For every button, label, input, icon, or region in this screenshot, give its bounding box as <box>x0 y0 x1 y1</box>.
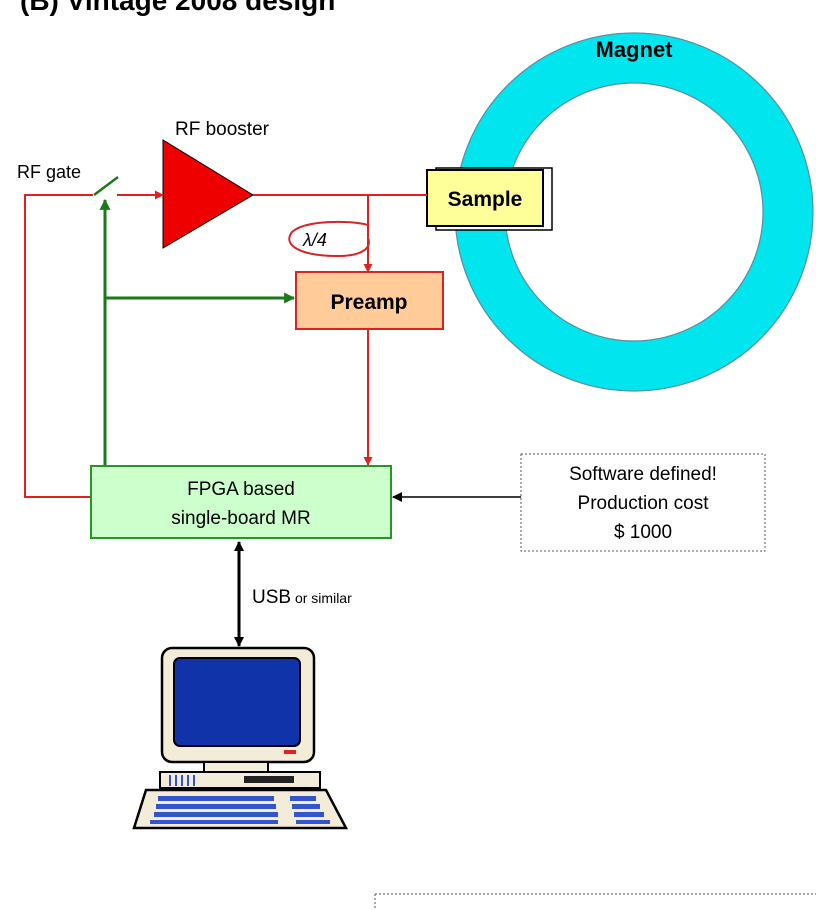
software-note-line1: Software defined! <box>569 464 717 485</box>
usb-label-suffix: or similar <box>291 590 352 606</box>
lambda-quarter-label: λ/4 <box>302 230 327 250</box>
rf-path-gate-feed <box>24 194 93 498</box>
rf-booster-label: RF booster <box>175 119 270 140</box>
desktop-computer-icon <box>132 646 349 830</box>
computer-base <box>159 771 321 789</box>
computer-drive-slot <box>244 776 294 783</box>
computer-vents <box>169 775 195 786</box>
rf-booster-triangle <box>162 139 254 249</box>
sample-label: Sample <box>448 188 523 211</box>
software-note-line3: $ 1000 <box>614 522 672 543</box>
fpga-label-line2: single-board MR <box>171 508 310 529</box>
preamp-box <box>295 271 444 330</box>
keyboard-keys <box>150 796 330 824</box>
fpga-label-line1: FPGA based <box>187 479 295 500</box>
diagram-title: (B) Vintage 2008 design <box>20 0 335 16</box>
rf-gate-label: RF gate <box>17 162 81 182</box>
monitor-screen <box>173 657 301 747</box>
lambda-quarter-loop <box>288 220 370 258</box>
software-note-line2: Production cost <box>578 493 710 514</box>
magnet-label: Magnet <box>596 37 674 62</box>
usb-label-main: USB <box>252 587 291 608</box>
rf-gate-switch <box>93 176 119 196</box>
software-note-box <box>520 453 766 552</box>
monitor-stand <box>203 761 269 773</box>
preamp-label: Preamp <box>330 291 407 314</box>
usb-label: USB or similar <box>252 587 352 608</box>
fpga-board-box <box>90 465 392 539</box>
monitor-power-led <box>284 750 296 754</box>
sample-box <box>426 169 544 227</box>
